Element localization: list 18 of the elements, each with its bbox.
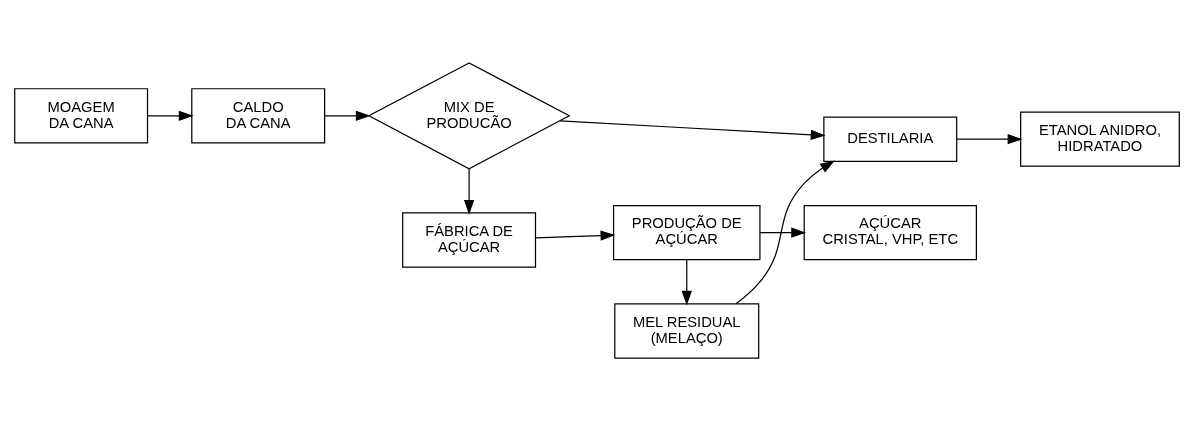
node-box: AÇÚCAR CRISTAL, VHP, ETC xyxy=(803,204,977,261)
arrow xyxy=(147,110,194,121)
node-box: MOAGEM DA CANA xyxy=(14,88,149,144)
arrow xyxy=(324,110,371,121)
node-diamond: MIX DE PRODUCÃO xyxy=(367,62,571,170)
arrow xyxy=(559,120,826,140)
node-box: DESTILARIA xyxy=(823,116,958,162)
arrow xyxy=(681,259,692,306)
arrow xyxy=(463,168,475,215)
node-box: CALDO DA CANA xyxy=(191,88,326,144)
arrow xyxy=(535,230,616,241)
node-box: FÁBRICA DE AÇÚCAR xyxy=(402,212,537,268)
node-box: ETANOL ANIDRO, HIDRATADO xyxy=(1020,111,1180,167)
arrow xyxy=(956,134,1023,145)
node-box: PRODUÇÃO DE AÇÚCAR xyxy=(612,204,761,261)
arrow xyxy=(735,160,835,305)
arrow xyxy=(759,227,807,238)
node-box: MEL RESIDUAL (MELAÇO) xyxy=(614,303,760,359)
